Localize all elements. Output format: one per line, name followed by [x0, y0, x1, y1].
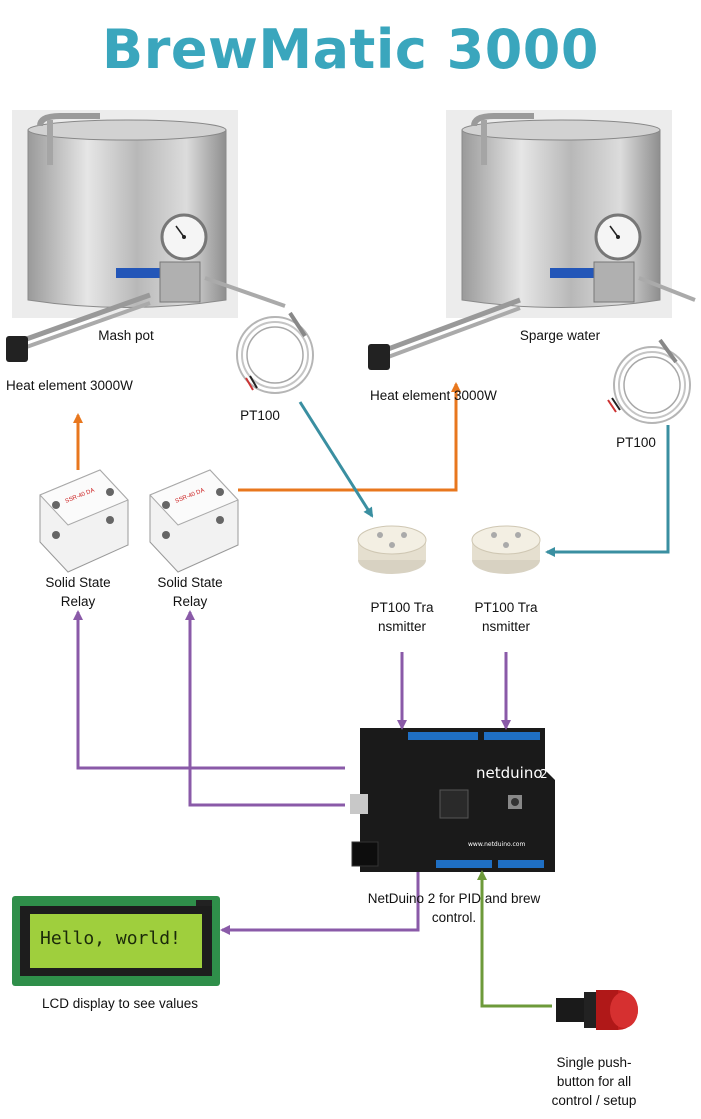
arrow-ssr-to-heater-right [238, 382, 461, 492]
ssr-right-image: SSR-40 DA [149, 469, 239, 573]
arrow-pt100-right-to-transmitter [545, 425, 670, 557]
ssr-left-label: Solid State Relay [45, 575, 111, 609]
push-button-image [556, 990, 638, 1030]
netduino-board-image: netduino 2 www.netduino.com [350, 728, 555, 872]
mash-pot-label: Mash pot [98, 328, 154, 343]
arrow-board-to-lcd [220, 872, 420, 935]
transmitter-right-label: PT100 Transmitter [474, 600, 538, 634]
transmitter-left-image [357, 525, 427, 574]
ssr-left-image: SSR-40 DA [39, 469, 129, 573]
sensor-lines [298, 401, 670, 557]
arrow-button-to-board [477, 870, 552, 1008]
pt100-probe-right-image [607, 338, 691, 424]
lcd-screen-text: Hello, world! [40, 928, 181, 949]
pt100-left-label: PT100 [240, 408, 280, 423]
heat-element-left-image [6, 292, 151, 362]
sparge-water-label: Sparge water [519, 328, 601, 343]
heat-element-right-image [368, 297, 521, 370]
pushbutton-label: Single push-button for all control / set… [551, 1055, 637, 1108]
power-lines [73, 382, 461, 492]
arrow-pt100-left-to-transmitter [298, 401, 374, 518]
board-version: 2 [540, 767, 548, 781]
transmitter-left-label: PT100 Transmitter [370, 600, 434, 634]
arrow-board-to-ssr-left [73, 610, 345, 770]
board-url: www.netduino.com [468, 841, 525, 848]
pt100-right-label: PT100 [616, 435, 656, 450]
sparge-pot-image [446, 110, 696, 318]
board-brand: netduino [476, 764, 543, 782]
netduino-label: NetDuino 2 for PID and brew control. [367, 891, 541, 925]
lcd-display-label: LCD display to see values [41, 996, 199, 1011]
page-title: BrewMatic 3000 [102, 18, 599, 81]
arrow-board-to-ssr-right [185, 610, 345, 807]
pt100-probe-left-image [236, 311, 314, 394]
ssr-right-label: Solid State Relay [157, 575, 223, 609]
mash-pot-image [12, 110, 286, 318]
transmitter-right-image [471, 525, 541, 574]
heat-element-left-label: Heat element 3000W [6, 378, 133, 393]
control-lines [73, 610, 511, 935]
heat-element-right-label: Heat element 3000W [370, 388, 497, 403]
button-lines [477, 870, 552, 1008]
lcd-display-image: Hello, world! [12, 896, 220, 986]
